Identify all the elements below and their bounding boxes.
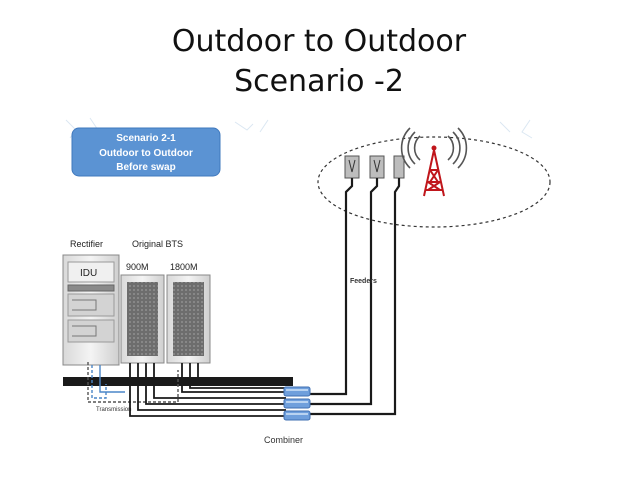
band-900-label: 900M — [126, 262, 149, 272]
scenario-box-line-2: Outdoor to Outdoor — [99, 148, 193, 159]
rectifier-label: Rectifier — [70, 239, 103, 249]
site-ellipse — [317, 136, 551, 228]
scenario-box: Scenario 2-1 Outdoor to Outdoor Before s… — [71, 127, 221, 177]
bts-1800m-cabinet — [166, 274, 211, 364]
slide-title: Outdoor to Outdoor Scenario -2 — [0, 22, 638, 102]
bts-900m-cabinet — [120, 274, 165, 364]
feeder-cables — [310, 178, 401, 416]
cell-tower-icon — [400, 127, 468, 197]
combiner-label: Combiner — [264, 435, 303, 445]
transmission-path — [87, 362, 179, 403]
feeders-label: Feeders — [350, 278, 377, 285]
scenario-box-line-3: Before swap — [116, 162, 175, 173]
title-line-2: Scenario -2 — [234, 64, 404, 99]
original-bts-label: Original BTS — [132, 239, 183, 249]
antenna-panel-2 — [369, 155, 385, 179]
antenna-panels — [344, 155, 405, 179]
scenario-box-line-1: Scenario 2-1 — [116, 133, 176, 144]
antenna-panel-1 — [344, 155, 360, 179]
jumper-cables — [129, 363, 286, 417]
combiner — [283, 386, 311, 421]
antenna-panel-3 — [393, 155, 405, 179]
idu-label: IDU — [80, 268, 97, 279]
rectifier-cabinet: IDU — [62, 254, 120, 366]
transmission-label: Transmission — [96, 407, 131, 413]
title-line-1: Outdoor to Outdoor — [171, 24, 467, 59]
band-1800-label: 1800M — [170, 262, 198, 272]
